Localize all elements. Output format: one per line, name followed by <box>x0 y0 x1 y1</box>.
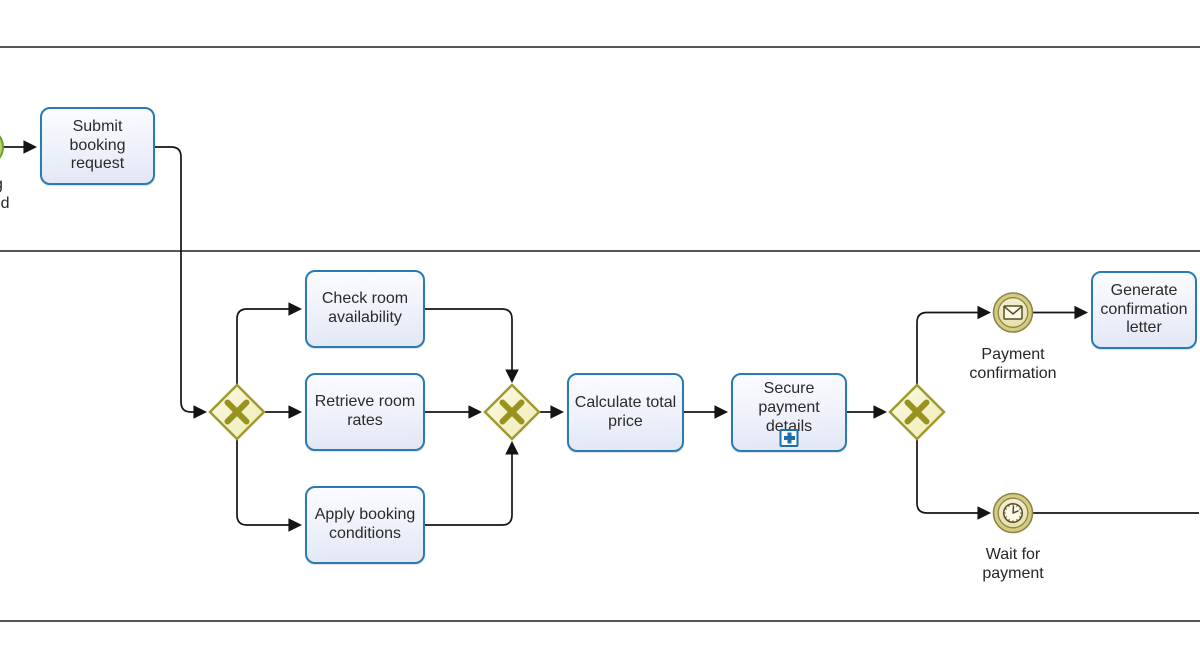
task-secure-payment-details[interactable]: Secure payment details <box>731 373 847 452</box>
task-generate-confirmation-letter[interactable]: Generate confirmation letter <box>1091 271 1197 349</box>
task-label: Check room availability <box>321 290 409 326</box>
gateway-split[interactable] <box>208 383 266 441</box>
start-event-booking-requested[interactable] <box>0 129 4 165</box>
start-event-label: Booking requested <box>0 176 10 212</box>
flow-check-to-join[interactable] <box>425 308 519 384</box>
xor-x-icon <box>499 399 525 425</box>
task-label: Apply booking conditions <box>314 506 416 542</box>
clock-icon <box>1002 502 1024 524</box>
task-label: Submit booking request <box>69 117 126 173</box>
gateway-join[interactable] <box>483 383 541 441</box>
task-label: Secure payment details <box>758 380 820 435</box>
task-retrieve-room-rates[interactable]: Retrieve room rates <box>305 373 425 451</box>
task-calculate-total-price[interactable]: Calculate total price <box>567 373 684 452</box>
envelope-icon <box>1003 305 1023 320</box>
xor-x-icon <box>904 399 930 425</box>
flow-branch-to-message[interactable] <box>916 305 992 386</box>
flow-split-to-apply[interactable] <box>236 439 303 532</box>
event-payment-confirmation[interactable] <box>992 292 1034 333</box>
gateway-payment-branch[interactable] <box>888 383 946 441</box>
task-label: Retrieve room rates <box>314 393 416 429</box>
flow-branch-to-timer[interactable] <box>916 439 992 520</box>
subprocess-plus-icon[interactable] <box>779 429 799 447</box>
payment-confirmation-label: Payment confirmation <box>969 346 1057 382</box>
flow-split-to-check[interactable] <box>236 302 303 385</box>
task-label: Generate confirmation letter <box>1100 281 1188 337</box>
task-submit-booking-request[interactable]: Submit booking request <box>40 107 155 185</box>
task-apply-booking-conditions[interactable]: Apply booking conditions <box>305 486 425 564</box>
task-label: Calculate total price <box>574 393 677 430</box>
xor-x-icon <box>224 399 250 425</box>
event-wait-for-payment[interactable] <box>992 492 1034 534</box>
flow-submit-to-split[interactable] <box>155 146 208 419</box>
flow-apply-to-join[interactable] <box>425 440 519 526</box>
task-check-room-availability[interactable]: Check room availability <box>305 270 425 348</box>
wait-for-payment-label: Wait for payment <box>982 546 1044 582</box>
